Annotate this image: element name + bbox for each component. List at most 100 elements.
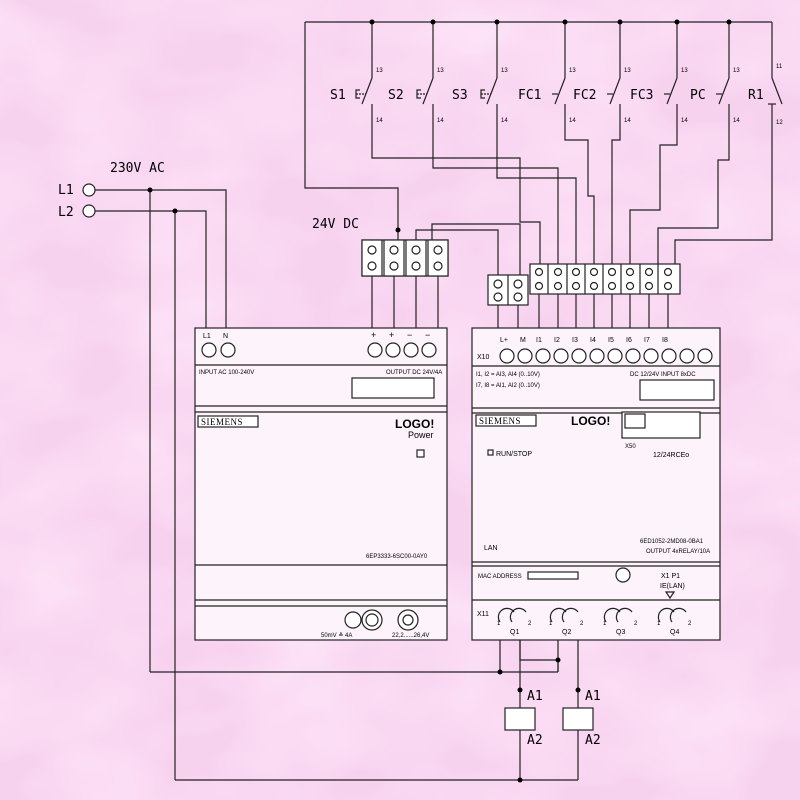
svg-text:2: 2 bbox=[634, 621, 638, 627]
svg-text:2: 2 bbox=[688, 621, 692, 627]
ps-voltage: 22,2......26,4V bbox=[392, 633, 429, 639]
svg-text:11: 11 bbox=[776, 64, 783, 70]
svg-text:14: 14 bbox=[569, 118, 576, 124]
svg-text:+: + bbox=[389, 330, 394, 340]
logo-brand: SIEMENS bbox=[479, 416, 521, 426]
svg-text:13: 13 bbox=[569, 68, 576, 74]
svg-text:A2: A2 bbox=[585, 733, 601, 748]
svg-text:Q1: Q1 bbox=[510, 629, 519, 636]
svg-text:14: 14 bbox=[437, 118, 444, 124]
svg-text:A1: A1 bbox=[585, 689, 601, 704]
l2-terminal bbox=[82, 204, 96, 218]
svg-text:IE(LAN): IE(LAN) bbox=[660, 583, 685, 590]
svg-text:2: 2 bbox=[580, 621, 584, 627]
coil-2: A1 A2 bbox=[562, 689, 601, 748]
input-wires bbox=[371, 128, 773, 264]
svg-text:X1 P1: X1 P1 bbox=[661, 573, 680, 580]
svg-text:13: 13 bbox=[501, 68, 508, 74]
svg-text:M: M bbox=[520, 337, 526, 344]
svg-text:I8: I8 bbox=[662, 337, 668, 344]
switch-fc3: FC3 13 14 bbox=[630, 68, 688, 128]
switch-label: R1 bbox=[748, 88, 764, 103]
svg-text:14: 14 bbox=[733, 118, 740, 124]
coil-1: A1 A2 bbox=[504, 689, 543, 748]
switch-fc1: FC1 13 14 bbox=[518, 68, 576, 128]
svg-text:Q3: Q3 bbox=[616, 629, 625, 636]
svg-text:13: 13 bbox=[624, 68, 631, 74]
svg-text:I2: I2 bbox=[554, 337, 560, 344]
ps-current: 50mV ≙ 4A bbox=[321, 632, 352, 639]
ps-subtitle: Power bbox=[408, 430, 434, 440]
bus-drop-wire bbox=[304, 22, 399, 240]
l1-wire bbox=[95, 189, 227, 328]
switch-s1: S1 13 14 bbox=[330, 68, 383, 128]
power-supply-module bbox=[194, 327, 448, 641]
ps-output-label: OUTPUT DC 24V/4A bbox=[386, 370, 442, 376]
svg-text:13: 13 bbox=[437, 68, 444, 74]
svg-text:1: 1 bbox=[497, 621, 501, 627]
switch-r1: R1 11 12 bbox=[748, 64, 783, 128]
switch-fc2: FC2 13 14 bbox=[573, 68, 631, 128]
logo-part-number: 6ED1052-2MD08-0BA1 bbox=[640, 539, 704, 545]
svg-text:X11: X11 bbox=[477, 611, 489, 618]
switch-label: S1 bbox=[330, 88, 346, 103]
svg-text:−: − bbox=[425, 330, 430, 340]
svg-text:Q2: Q2 bbox=[562, 629, 571, 636]
svg-text:L1: L1 bbox=[203, 333, 211, 340]
svg-text:DC 12/24V INPUT 8xDC: DC 12/24V INPUT 8xDC bbox=[630, 372, 696, 378]
svg-text:14: 14 bbox=[376, 118, 383, 124]
switch-pc: PC 13 14 bbox=[690, 68, 740, 128]
svg-text:2: 2 bbox=[528, 621, 532, 627]
switch-label: S3 bbox=[452, 88, 468, 103]
svg-text:Q4: Q4 bbox=[670, 629, 679, 636]
dc-terminal-block bbox=[361, 239, 449, 277]
svg-text:I4: I4 bbox=[590, 337, 596, 344]
svg-text:A2: A2 bbox=[527, 733, 543, 748]
svg-text:1: 1 bbox=[603, 621, 607, 627]
svg-text:X10: X10 bbox=[477, 354, 490, 361]
l2-wire bbox=[95, 210, 207, 328]
svg-text:14: 14 bbox=[681, 118, 688, 124]
relay-outputs bbox=[497, 607, 687, 623]
dc-label: 24V DC bbox=[312, 217, 359, 232]
l1-terminal bbox=[82, 183, 96, 197]
ps-part-number: 6EP3333-6SC00-0AY0 bbox=[366, 554, 428, 560]
switch-label: FC1 bbox=[518, 88, 541, 103]
ps-brand: SIEMENS bbox=[201, 417, 243, 427]
logo-product: LOGO! bbox=[571, 414, 610, 428]
switch-label: S2 bbox=[388, 88, 404, 103]
svg-text:14: 14 bbox=[501, 118, 508, 124]
svg-text:A1: A1 bbox=[527, 689, 543, 704]
switch-label: FC3 bbox=[630, 88, 653, 103]
svg-text:I1, I2 = AI3, AI4 (0..10V): I1, I2 = AI3, AI4 (0..10V) bbox=[476, 372, 540, 378]
lan-label: LAN bbox=[484, 545, 498, 552]
svg-text:14: 14 bbox=[624, 118, 631, 124]
svg-text:1: 1 bbox=[549, 621, 553, 627]
svg-text:−: − bbox=[407, 330, 412, 340]
supply-label: 230V AC bbox=[110, 161, 165, 176]
svg-text:L+: L+ bbox=[500, 337, 508, 344]
svg-text:I5: I5 bbox=[608, 337, 614, 344]
svg-text:I7, I8 = AI1, AI2 (0..10V): I7, I8 = AI1, AI2 (0..10V) bbox=[476, 383, 540, 389]
l2-label: L2 bbox=[58, 205, 74, 220]
svg-text:13: 13 bbox=[376, 68, 383, 74]
input-terminal-block bbox=[529, 263, 681, 295]
ps-product: LOGO! bbox=[395, 417, 434, 431]
svg-text:12: 12 bbox=[776, 120, 783, 126]
svg-text:I3: I3 bbox=[572, 337, 578, 344]
ps-input-label: INPUT AC 100-240V bbox=[199, 370, 254, 376]
switch-label: PC bbox=[690, 88, 706, 103]
svg-text:N: N bbox=[223, 333, 228, 340]
svg-text:+: + bbox=[371, 330, 376, 340]
logo-input-screws bbox=[499, 348, 713, 364]
switch-s3: S3 13 14 bbox=[452, 68, 508, 128]
svg-text:I1: I1 bbox=[536, 337, 542, 344]
switch-label: FC2 bbox=[573, 88, 596, 103]
svg-text:13: 13 bbox=[681, 68, 688, 74]
svg-text:I6: I6 bbox=[626, 337, 632, 344]
logo-module bbox=[471, 327, 721, 641]
svg-text:I7: I7 bbox=[644, 337, 650, 344]
logo-model: 12/24RCEo bbox=[653, 452, 689, 459]
svg-text:OUTPUT 4xRELAY/10A: OUTPUT 4xRELAY/10A bbox=[646, 549, 710, 555]
